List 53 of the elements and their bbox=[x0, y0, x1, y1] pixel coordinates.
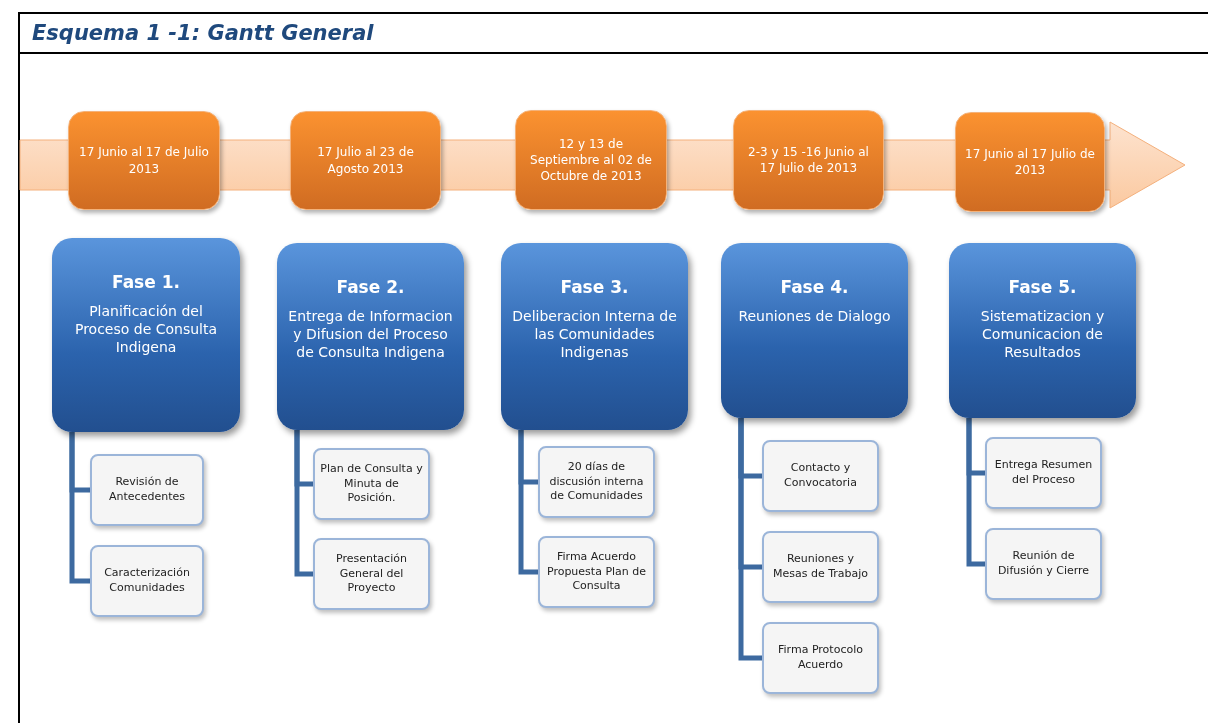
task-box bbox=[313, 538, 430, 610]
phase-description: Planificación del Proceso de Consulta Indigena bbox=[73, 302, 219, 357]
date-range: 12 y 13 de Septiembre al 02 de Octubre de 2013 bbox=[529, 135, 653, 185]
task-label: Presentación General del Proyecto bbox=[335, 551, 408, 597]
date-box bbox=[68, 111, 220, 210]
date-box bbox=[515, 110, 667, 210]
date-range: 2-3 y 15 -16 Junio al 17 Julio de 2013 bbox=[747, 143, 870, 177]
phase-box bbox=[949, 243, 1136, 418]
phase-heading: Fase 4. bbox=[780, 277, 849, 297]
phase-description: Entrega de Informacion y Difusion del Proceso de Consulta Indigena bbox=[287, 307, 454, 362]
phase-heading: Fase 1. bbox=[112, 272, 180, 292]
phase-description: Sistematizacion y Comunicacion de Resultados bbox=[979, 307, 1106, 362]
date-range: 17 Junio al 17 de Julio 2013 bbox=[78, 144, 210, 177]
date-range: 17 Junio al 17 Julio de 2013 bbox=[964, 145, 1096, 179]
date-range: 17 Julio al 23 de Agosto 2013 bbox=[316, 144, 415, 177]
phase-heading: Fase 2. bbox=[336, 277, 405, 297]
phase-heading: Fase 5. bbox=[1008, 277, 1077, 297]
task-label: Firma Protocolo Acuerdo bbox=[777, 643, 864, 673]
phase-description: Reuniones de Dialogo bbox=[738, 307, 891, 326]
connector-line bbox=[966, 418, 985, 567]
phase-box bbox=[277, 243, 464, 430]
task-box bbox=[985, 437, 1102, 509]
task-box bbox=[538, 536, 655, 608]
title: Esquema 1 -1: Gantt General bbox=[32, 21, 374, 45]
task-label: Plan de Consulta y Minuta de Posición. bbox=[319, 461, 424, 507]
task-box bbox=[985, 528, 1102, 600]
phase-box bbox=[501, 243, 688, 430]
connector-line bbox=[518, 430, 538, 575]
task-box bbox=[90, 545, 204, 617]
connector-line bbox=[738, 418, 762, 661]
phase-description: Deliberacion Interna de las Comunidades Indigenas bbox=[511, 307, 678, 362]
connector-line bbox=[294, 430, 313, 577]
task-label: Contacto y Convocatoria bbox=[783, 461, 858, 491]
task-box bbox=[762, 531, 879, 603]
phase-box bbox=[721, 243, 908, 418]
task-box bbox=[90, 454, 204, 526]
task-box bbox=[538, 446, 655, 518]
task-box bbox=[762, 622, 879, 694]
date-box bbox=[955, 112, 1105, 212]
task-label: Caracterización Comunidades bbox=[103, 566, 191, 596]
task-label: Revisión de Antecedentes bbox=[108, 475, 186, 505]
task-label: Reuniones y Mesas de Trabajo bbox=[771, 552, 870, 582]
task-box bbox=[762, 440, 879, 512]
phase-heading: Fase 3. bbox=[560, 277, 629, 297]
date-box bbox=[290, 111, 441, 210]
task-label: Reunión de Difusión y Cierre bbox=[996, 549, 1091, 579]
date-box bbox=[733, 110, 884, 210]
task-label: Entrega Resumen del Proceso bbox=[993, 458, 1094, 488]
task-box bbox=[313, 448, 430, 520]
phase-box bbox=[52, 238, 240, 432]
task-label: Firma Acuerdo Propuesta Plan de Consulta bbox=[545, 549, 648, 595]
task-label: 20 días de discusión interna de Comunidades bbox=[548, 459, 645, 505]
connector-line bbox=[69, 432, 90, 584]
